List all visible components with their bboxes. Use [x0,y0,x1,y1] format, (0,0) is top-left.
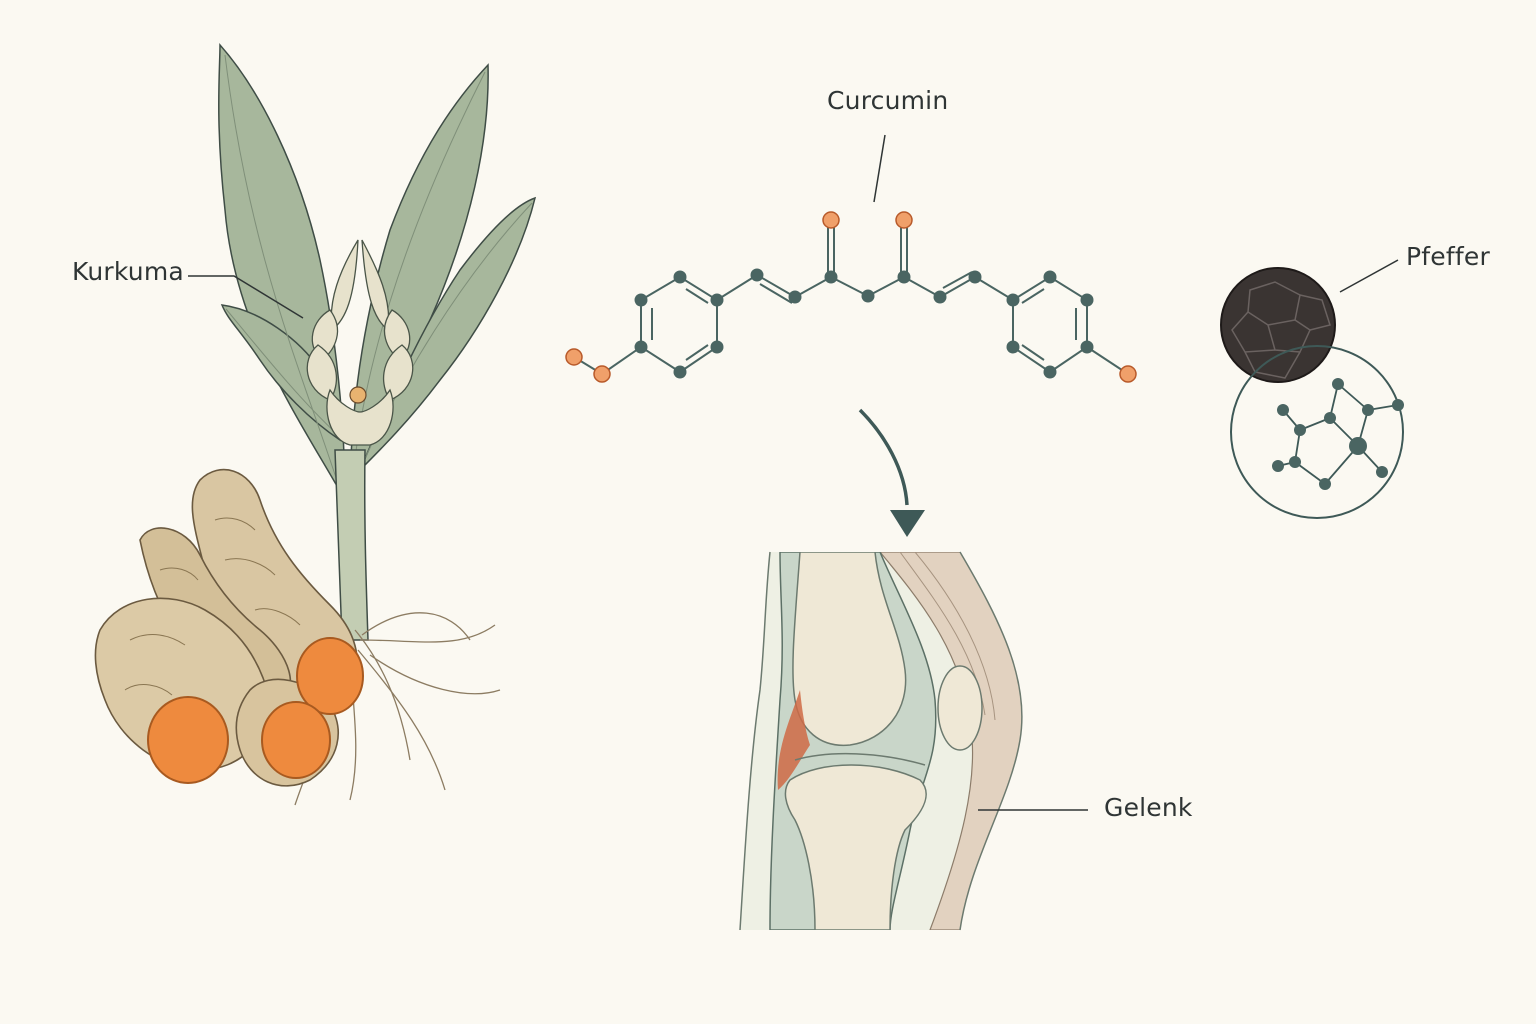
flower-bud [349,386,367,404]
patella [937,665,983,751]
pfeffer-leader-line [1339,259,1399,293]
gelenk-label: Gelenk [1104,793,1193,822]
knee-joint [739,551,1023,931]
turmeric-stem [334,449,369,641]
pfeffer-label: Pfeffer [1406,242,1490,271]
curcumin-leader-line [873,134,886,203]
tibia [784,764,927,930]
curcumin-carbon-atoms [634,268,1094,379]
kurkuma-label: Kurkuma [72,257,184,286]
turmeric-plant [94,43,537,806]
inflammation [777,690,810,790]
peppercorn [1220,267,1336,383]
rhizome-rings [124,517,301,696]
effect-arrow [858,408,925,537]
kurkuma-leader-line [188,275,304,319]
rhizome-cut-faces [147,637,364,784]
flower-bracts [306,239,414,446]
curcumin-label: Curcumin [827,86,949,115]
femur [792,552,907,747]
curcumin-bonds [573,222,1129,375]
curcumin-molecule [565,211,1137,383]
piperine-molecule [1230,345,1404,519]
curcumin-oxygen-atoms [565,211,1137,383]
